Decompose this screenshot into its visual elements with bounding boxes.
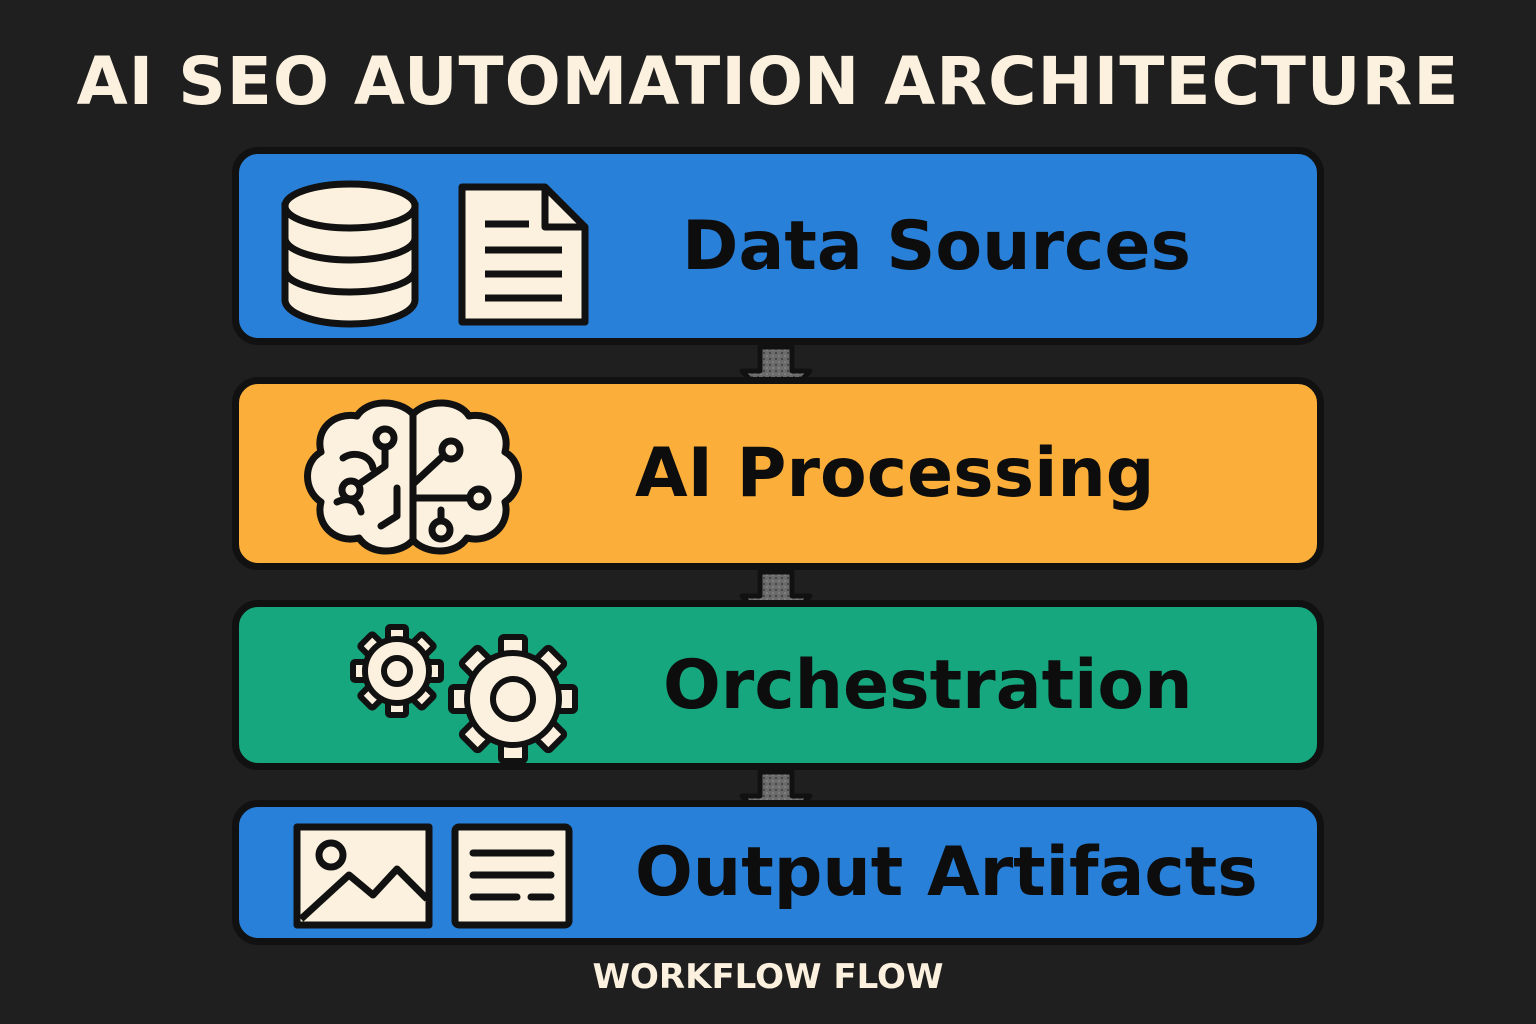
text-document-icon: [451, 823, 573, 929]
stage-label: AI Processing: [635, 434, 1155, 513]
stage-orchestration: Orchestration: [232, 600, 1324, 770]
database-icon: [281, 180, 419, 328]
stage-label: Output Artifacts: [635, 833, 1258, 912]
stage-output-artifacts: Output Artifacts: [232, 800, 1324, 945]
image-icon: [293, 823, 433, 929]
document-icon: [458, 183, 589, 326]
diagram-title: AI SEO AUTOMATION ARCHITECTURE: [76, 43, 1460, 120]
brain-circuit-icon: [304, 399, 522, 555]
stage-data-sources: Data Sources: [232, 147, 1324, 345]
stage-label: Data Sources: [682, 206, 1191, 286]
stage-ai-processing: AI Processing: [232, 377, 1324, 570]
footer-caption: WORKFLOW FLOW: [592, 957, 944, 997]
stage-label: Orchestration: [663, 645, 1193, 725]
gears-icon: [350, 624, 578, 763]
